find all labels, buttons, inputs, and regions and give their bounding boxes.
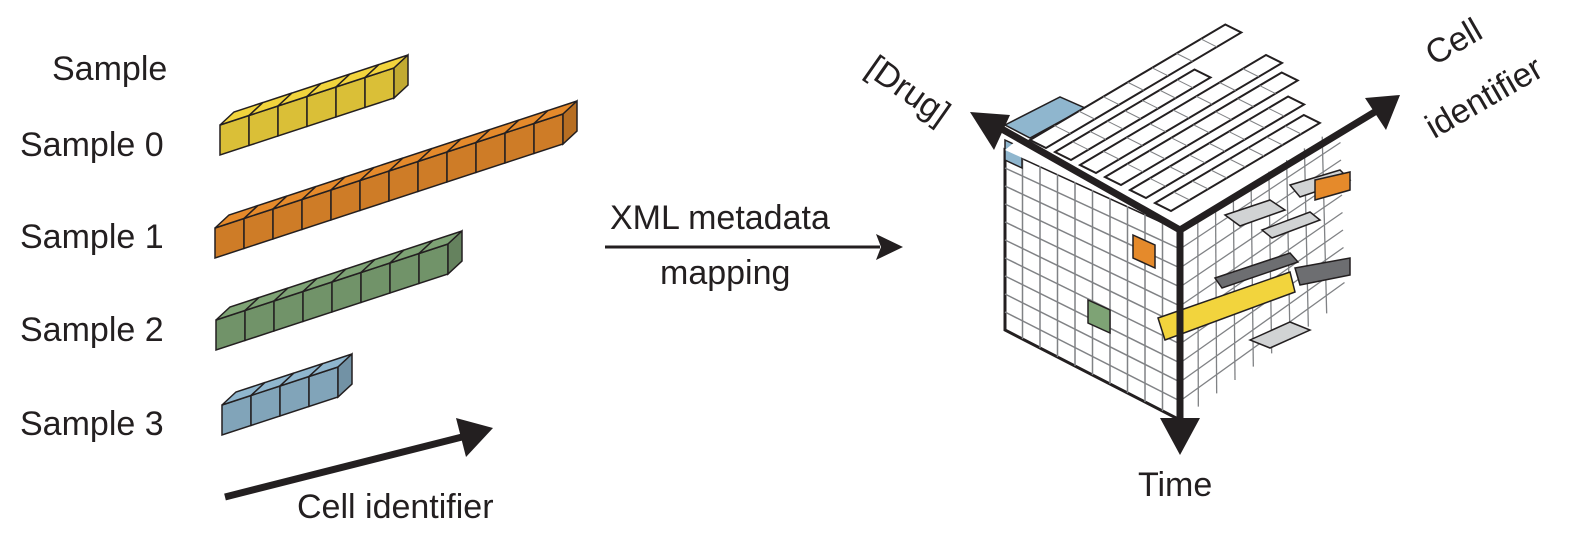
top-rod-tick [1103,96,1120,106]
sample-cell-end [337,352,353,399]
top-rod-tick [1054,125,1071,135]
sample-bars [214,53,578,437]
cell-identifier-arrow [224,418,493,501]
top-rod-tick [1103,150,1120,160]
top-rod-tick [1149,123,1166,133]
sample-bar-2 [215,229,463,352]
top-rod-tick [1242,68,1259,78]
top-rod-tick [1172,109,1190,119]
top-rod-tick [1268,107,1285,117]
mapping-label-line2: mapping [660,254,791,292]
sample-0-label: Sample 0 [20,126,164,164]
top-rod-tick [1284,125,1302,135]
cube-top-face [1003,23,1322,230]
top-rod-tick [1247,147,1265,157]
front-grid-line [1004,257,1181,345]
top-rod-tick [1124,110,1141,120]
right-grid-line [1179,141,1341,250]
top-rod-tick [1107,120,1124,130]
top-rod-tick [1228,131,1246,141]
top-rod-tick [1159,89,1176,99]
front-grid-line [1004,239,1181,326]
top-rod-tick [1173,191,1190,201]
sample-bar-3 [221,352,353,437]
sample-cell-end [562,99,578,146]
mapping-arrow [605,234,903,260]
top-rod-tick [1266,136,1283,146]
top-rod-tick [1200,38,1218,48]
top-rod-tick [1089,130,1107,140]
cell-axis-arrowhead [1365,95,1400,130]
top-rod-tick [1196,95,1213,105]
top-rod-tick [1126,137,1143,146]
top-rod-tick [1219,82,1236,91]
top-rod-tick [1176,52,1193,62]
top-rod-tick [1237,98,1254,108]
cube-front-face [1003,138,1182,423]
cube-axes [998,107,1380,428]
top-rod-tick [1259,85,1276,95]
sample-header: Sample [52,50,168,88]
right-grid-line [1179,264,1345,383]
top-rod-tick [1189,154,1206,164]
top-rod-tick [1072,141,1089,151]
mapping-label-line1: XML metadata [610,199,830,237]
cube-green-cell [1087,298,1111,335]
top-rod-tick [1126,163,1144,173]
top-rod-tick [1210,169,1228,179]
cube-right-face [1157,120,1352,420]
time-axis-arrowhead [1160,418,1200,455]
sample-3-label: Sample 3 [20,405,164,443]
sample-1-label: Sample 1 [20,218,164,256]
cube-yellow-row [1157,271,1296,341]
front-grid-line [1004,293,1181,383]
time-axis-label: Time [1138,466,1213,504]
top-rod-tick [1176,79,1194,89]
top-rod-tick [1171,137,1188,147]
top-rod-tick [1248,119,1265,129]
top-rod-tick [1215,111,1232,121]
cube-orange-cell [1132,233,1156,270]
sample-bar-0 [219,53,409,157]
top-rod-tick [1127,81,1144,91]
sample-2-label: Sample 2 [20,311,164,349]
data-cube [970,23,1400,455]
right-grid-line [1179,194,1343,307]
top-rod-tick [1148,150,1166,160]
top-rod-tick [1141,99,1159,109]
sample-cell-end [393,53,409,100]
front-grid-line [1004,311,1181,402]
sample-bar-1 [214,99,578,260]
top-rod-tick [1208,142,1226,152]
top-rod-tick [1193,124,1210,134]
top-rod-tick [1149,177,1166,187]
top-rod-tick [1169,166,1186,176]
top-rod-tick [1229,158,1246,168]
top-rod-tick [1078,110,1096,120]
top-rod-tick [1191,180,1209,190]
cell-identifier-label: Cell identifier [297,488,494,526]
sample-cell-end [447,229,463,276]
drug-axis-arrowhead [970,112,1010,150]
top-rod-tick [1151,67,1169,77]
